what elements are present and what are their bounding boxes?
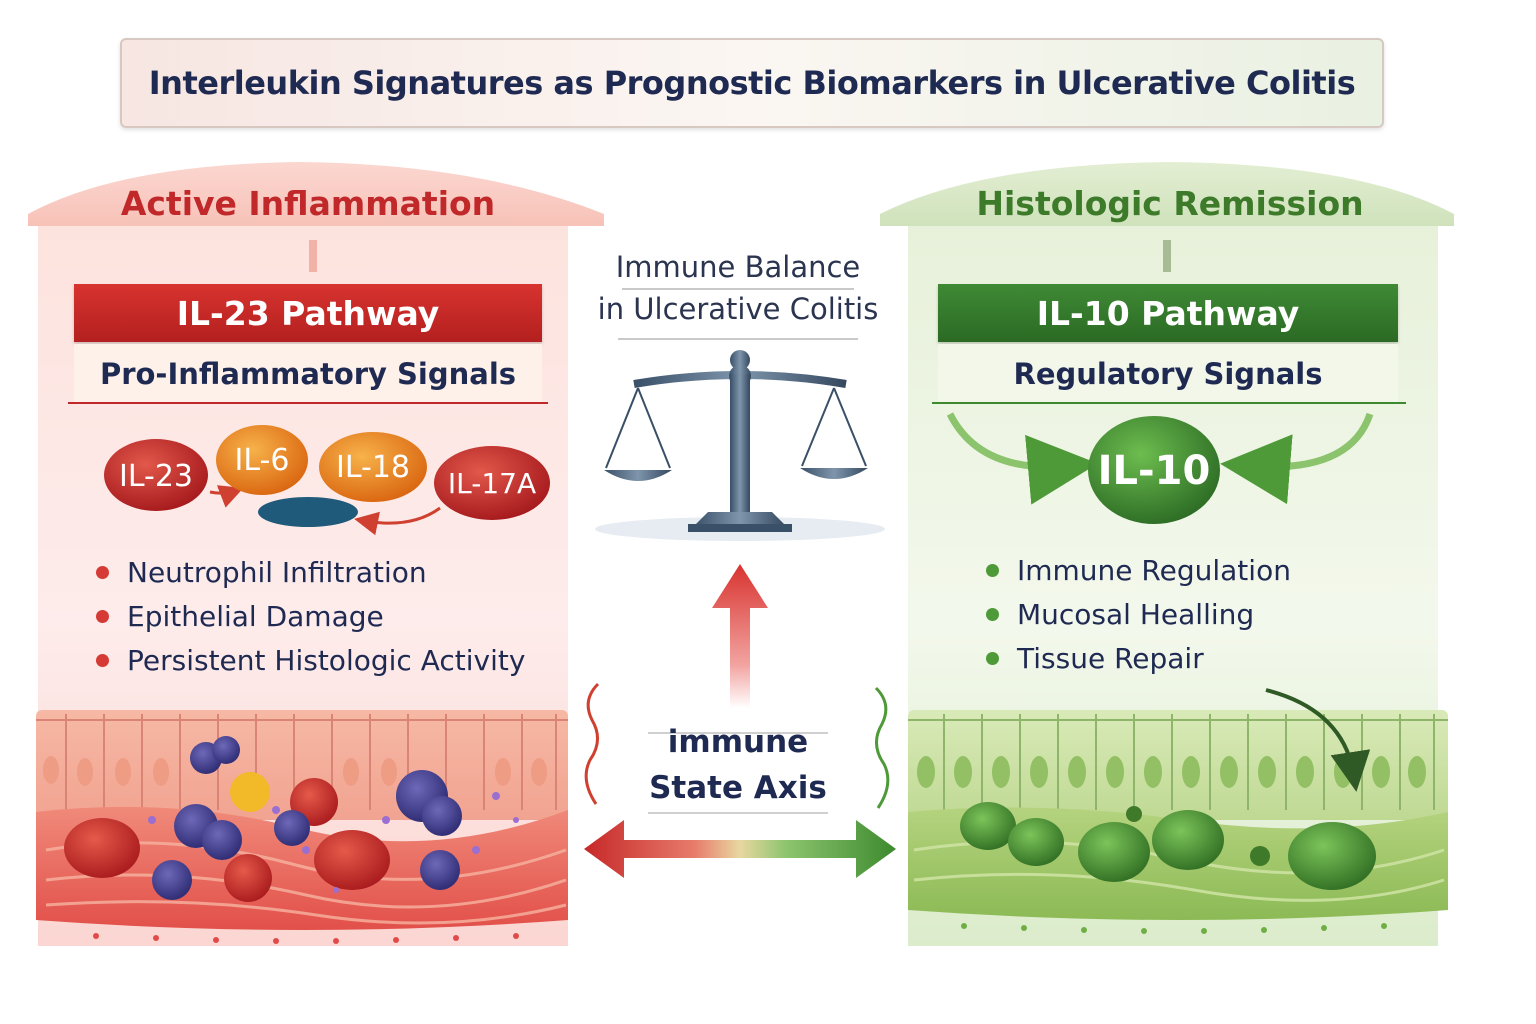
bullet-icon (986, 563, 999, 577)
up-arrow-icon (712, 564, 768, 708)
bullet-icon (96, 565, 109, 579)
balance-title-line2: in Ulcerative Colitis (597, 292, 879, 326)
list-item: Epithelial Damage (96, 594, 566, 638)
receptor-blob (258, 497, 358, 527)
cytokine-label: IL-6 (235, 443, 290, 478)
bullet-icon (986, 651, 999, 665)
il10-hub: IL-10 (946, 412, 1374, 524)
right-divider (932, 402, 1406, 404)
regulatory-cells (960, 802, 1376, 890)
cytokine-label: IL-17A (448, 467, 536, 500)
list-item: Persistent Histologic Activity (96, 638, 566, 682)
inflamed-tissue-illustration (36, 710, 568, 944)
right-connector (1163, 240, 1171, 272)
left-connector (309, 240, 317, 272)
signal-arrow-1 (209, 485, 244, 508)
cytokine-label: IL-18 (336, 450, 410, 485)
bullet-icon (986, 607, 999, 621)
bullet-icon (96, 609, 109, 623)
list-item: Neutrophil Infiltration (96, 550, 566, 594)
incoming-arrow-right (1220, 412, 1374, 505)
curved-arrow-icon (1265, 688, 1371, 792)
tissue-droplets (961, 923, 1387, 934)
signal-arrow-2 (354, 506, 441, 536)
center-rule-2 (618, 338, 858, 340)
cytokine-il18: IL-18 (319, 432, 427, 502)
right-heading: Histologic Remission (976, 184, 1364, 223)
il10-label: IL-10 (1098, 448, 1211, 494)
axis-label-line1: immune (667, 724, 809, 760)
cytokine-il17a: IL-17A (434, 446, 550, 520)
cytokine-il6: IL-6 (216, 425, 308, 495)
il10-node (1088, 416, 1220, 524)
il23-pathway-bar: IL-23 Pathway (74, 284, 542, 342)
axis-rule-1 (648, 732, 828, 734)
bullet-icon (96, 653, 109, 667)
incoming-arrow-left (946, 412, 1098, 505)
debris-particles (148, 792, 519, 893)
cytokine-cluster: IL-23 IL-6 IL-18 IL-17A (104, 425, 550, 536)
inflammatory-cells (64, 736, 462, 902)
left-divider (68, 402, 548, 404)
cytokine-il23: IL-23 (104, 439, 208, 511)
center-rule-1 (622, 288, 854, 290)
il10-pathway-bar: IL-10 Pathway (938, 284, 1398, 342)
right-effects-list: Immune Regulation Mucosal Healling Tissu… (986, 548, 1426, 680)
list-item: Tissue Repair (986, 636, 1426, 680)
right-wave-accent (874, 686, 890, 809)
list-item: Immune Regulation (986, 548, 1426, 592)
tissue-droplets (93, 933, 519, 944)
balance-title-line1: Immune Balance (615, 250, 861, 284)
page-title: Interleukin Signatures as Prognostic Bio… (148, 64, 1356, 102)
double-arrow-icon (584, 820, 896, 878)
axis-label-line2: State Axis (649, 770, 827, 806)
cytokine-label: IL-23 (119, 459, 193, 494)
right-heading-cap (880, 162, 1454, 226)
epithelial-cells (908, 714, 1448, 810)
left-wave-accent (584, 682, 600, 805)
balance-scale-icon (595, 350, 885, 541)
left-effects-list: Neutrophil Infiltration Epithelial Damag… (96, 550, 566, 682)
right-signals-label: Regulatory Signals (938, 344, 1398, 404)
left-signals-label: Pro-Inflammatory Signals (74, 344, 542, 404)
list-item: Mucosal Healling (986, 592, 1426, 636)
axis-rule-2 (648, 812, 828, 814)
left-heading: Active Inflammation (120, 184, 496, 223)
title-banner: Interleukin Signatures as Prognostic Bio… (120, 38, 1384, 128)
cell-nuclei (43, 756, 547, 786)
left-heading-cap (28, 162, 604, 226)
healthy-tissue-illustration (908, 688, 1448, 934)
